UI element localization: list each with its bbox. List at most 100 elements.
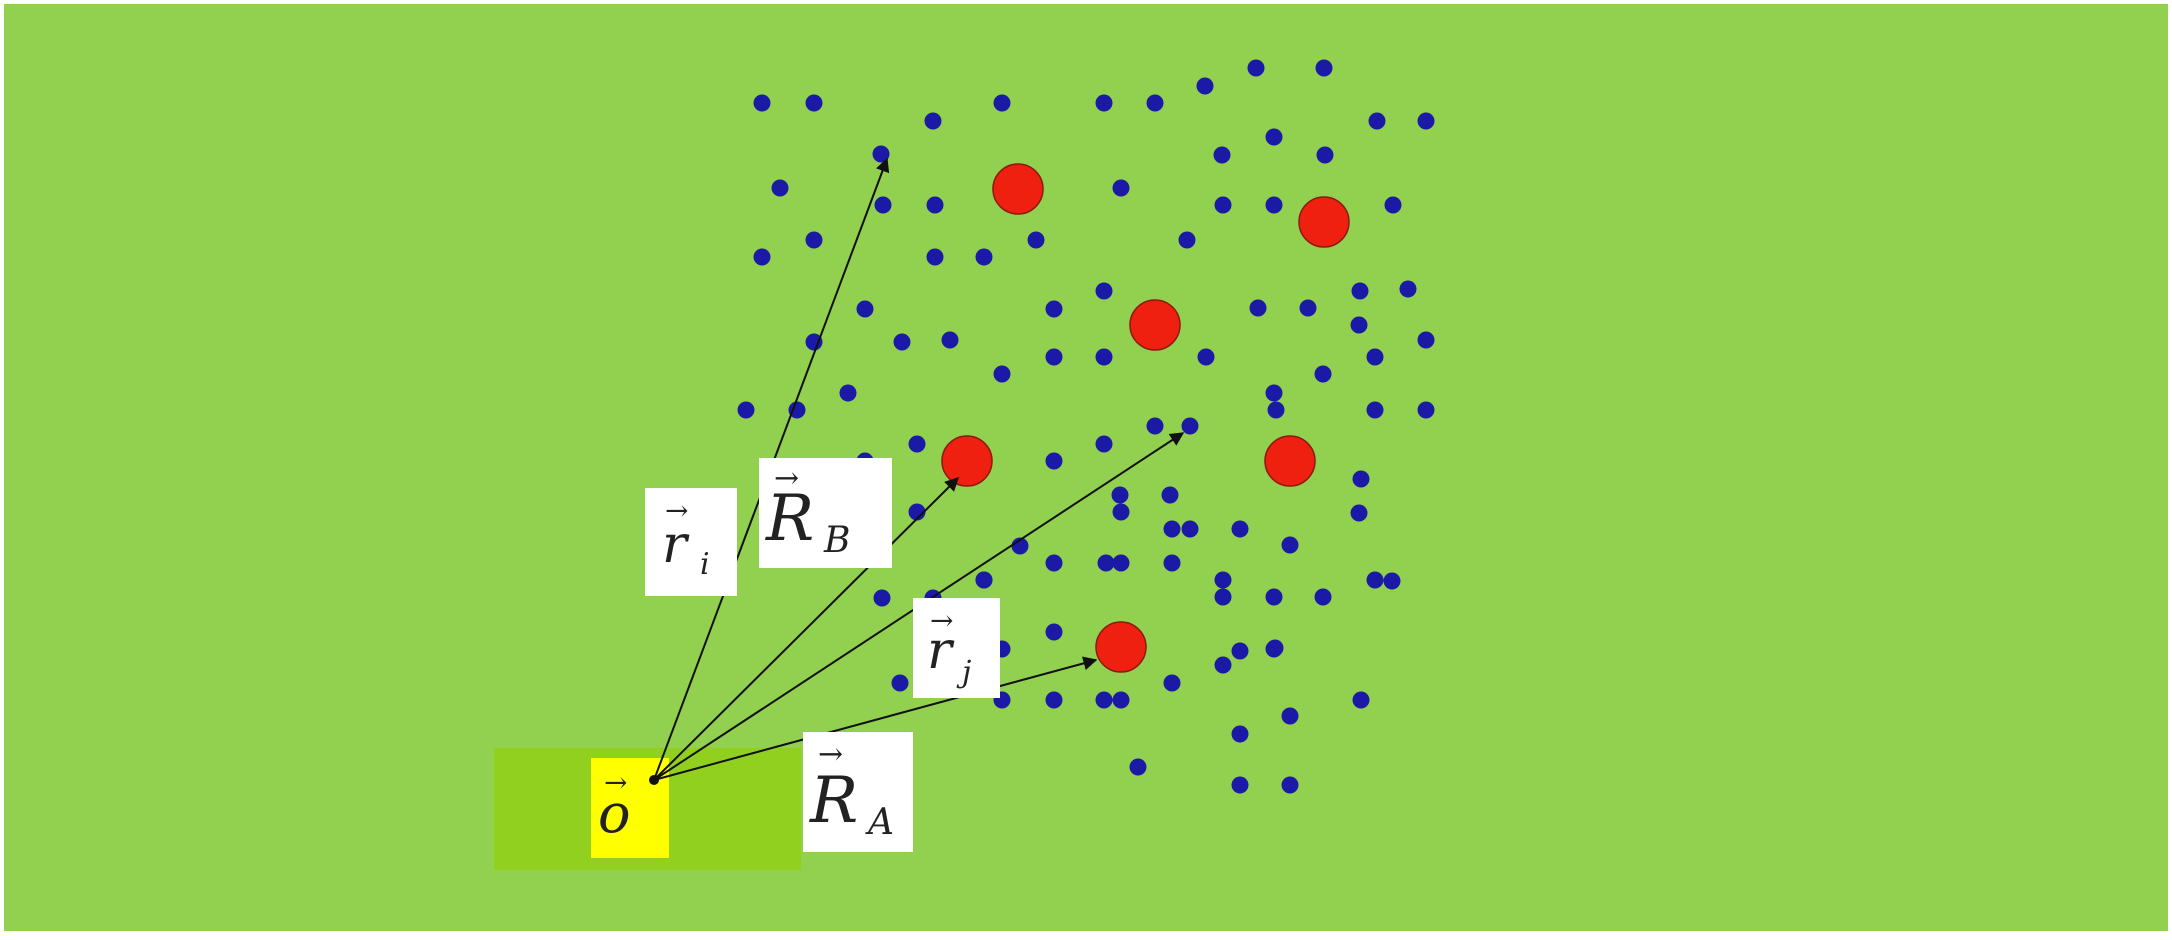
electron-dot (873, 589, 891, 607)
label-r-i-main: r (662, 515, 690, 575)
electron-dot (993, 365, 1011, 383)
label-origin-main: o (598, 782, 631, 845)
electron-cloud (737, 59, 1435, 794)
electron-dot (1196, 77, 1214, 95)
electron-dot (975, 571, 993, 589)
electron-dot (1045, 300, 1063, 318)
label-r-j: → r j (913, 598, 1000, 698)
electron-dot (1045, 691, 1063, 709)
label-R-A: → R A (803, 732, 913, 852)
background (4, 4, 2168, 931)
label-R-B-arrow: → (774, 461, 799, 496)
electron-dot (1315, 59, 1333, 77)
label-R-B-sub: B (823, 520, 850, 561)
nucleus-dot (1095, 621, 1147, 673)
electron-dot (1366, 348, 1384, 366)
label-r-i-sub: i (700, 547, 710, 582)
electron-dot (1163, 520, 1181, 538)
electron-dot (908, 435, 926, 453)
label-r-j-box (913, 598, 1000, 698)
electron-dot (1181, 417, 1199, 435)
electron-dot (1163, 674, 1181, 692)
electron-dot (1214, 588, 1232, 606)
label-r-i-arrow: → (665, 494, 688, 527)
electron-dot (1231, 725, 1249, 743)
electron-dot (1351, 282, 1369, 300)
electron-dot (1265, 384, 1283, 402)
label-R-A-main: R (809, 764, 858, 838)
electron-dot (1350, 316, 1368, 334)
electron-dot (1097, 554, 1115, 572)
electron-dot (1178, 231, 1196, 249)
electron-dot (1163, 554, 1181, 572)
electron-dot (1383, 572, 1401, 590)
electron-dot (1231, 642, 1249, 660)
electron-dot (737, 401, 755, 419)
electron-dot (1045, 348, 1063, 366)
electron-dot (926, 196, 944, 214)
electron-dot (753, 248, 771, 266)
electron-dot (1197, 348, 1215, 366)
electron-dot (941, 331, 959, 349)
electron-dot (993, 94, 1011, 112)
electron-dot (1231, 520, 1249, 538)
electron-dot (1045, 554, 1063, 572)
electron-dot (1112, 503, 1130, 521)
electron-dot (753, 94, 771, 112)
electron-dot (975, 248, 993, 266)
electron-dot (1045, 452, 1063, 470)
nucleus-dot (1129, 299, 1181, 351)
label-R-B: → R B (759, 458, 892, 568)
label-R-A-sub: A (865, 802, 894, 843)
electron-dot (924, 112, 942, 130)
electron-dot (1366, 401, 1384, 419)
electron-dot (1095, 94, 1113, 112)
electron-dot (926, 248, 944, 266)
nucleus-dot (1298, 196, 1350, 248)
electron-dot (1095, 691, 1113, 709)
label-r-j-main: r (927, 621, 955, 681)
electron-dot (1112, 179, 1130, 197)
electron-dot (1417, 401, 1435, 419)
electron-dot (856, 300, 874, 318)
label-R-B-main: R (765, 482, 814, 556)
electron-dot (1281, 707, 1299, 725)
electron-dot (893, 333, 911, 351)
vector-R-A (653, 656, 1098, 781)
electron-dot (1314, 588, 1332, 606)
electron-dot (788, 401, 806, 419)
electron-dot (908, 503, 926, 521)
label-R-B-box (759, 458, 892, 568)
electron-dot (1129, 758, 1147, 776)
electron-dot (1265, 128, 1283, 146)
electron-dot (1111, 486, 1129, 504)
electron-dot (1214, 571, 1232, 589)
label-r-i-box (645, 488, 737, 596)
electron-dot (1384, 196, 1402, 214)
nucleus-dot (992, 163, 1044, 215)
electron-dot (1368, 112, 1386, 130)
label-r-i: → r i (645, 488, 737, 596)
electron-dot (1146, 94, 1164, 112)
nucleus-dot (941, 435, 993, 487)
electron-dot (1214, 196, 1232, 214)
electron-dot (874, 196, 892, 214)
electron-dot (1095, 435, 1113, 453)
electron-dot (1316, 146, 1334, 164)
electron-dot (1314, 365, 1332, 383)
label-origin: → o (598, 766, 631, 845)
electron-dot (1247, 59, 1265, 77)
electron-dot (891, 674, 909, 692)
electron-dot (1399, 280, 1417, 298)
electron-dot (839, 384, 857, 402)
electron-dot (1027, 231, 1045, 249)
vector-R-B (653, 477, 959, 781)
electron-dot (1281, 776, 1299, 794)
nucleus-dot (1264, 435, 1316, 487)
electron-dot (805, 231, 823, 249)
electron-dot (1299, 299, 1317, 317)
label-r-j-arrow: → (930, 604, 953, 637)
electron-dot (771, 179, 789, 197)
